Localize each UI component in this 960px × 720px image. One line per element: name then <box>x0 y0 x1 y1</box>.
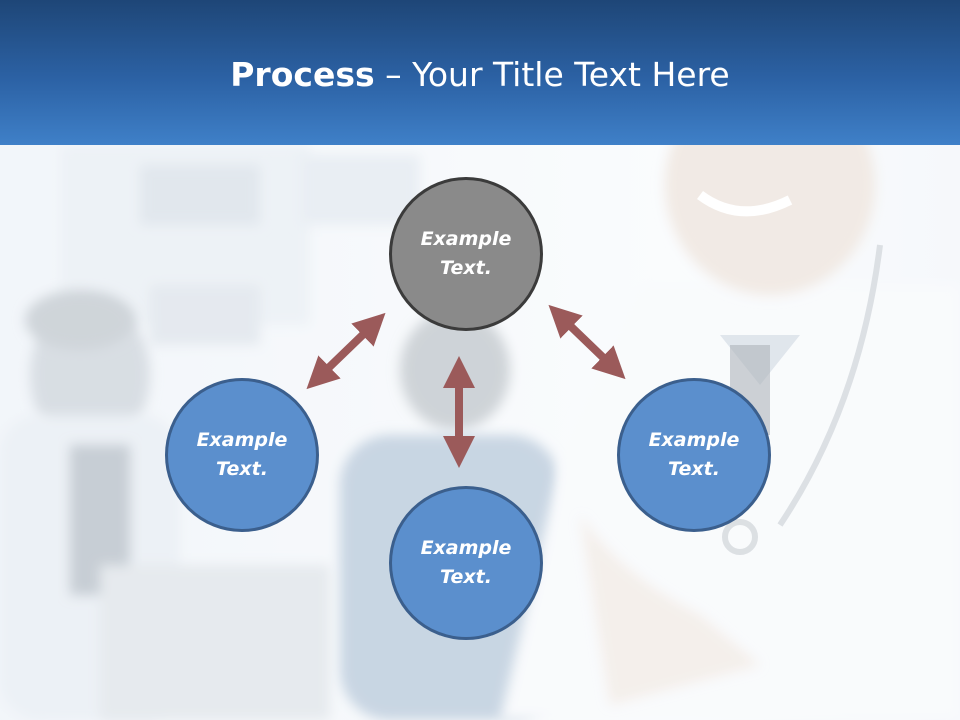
slide-title: Process – Your Title Text Here <box>0 52 960 98</box>
process-node-right: Example Text. <box>617 378 771 532</box>
node-top-text: Example Text. <box>420 228 512 279</box>
node-bottom-text: Example Text. <box>420 537 512 588</box>
node-right-text: Example Text. <box>648 429 740 480</box>
title-rest: – Your Title Text Here <box>374 55 730 94</box>
arrow-top-right <box>548 304 626 380</box>
arrow-top-left <box>306 312 386 390</box>
process-node-bottom: Example Text. <box>389 486 543 640</box>
title-bold: Process <box>230 55 375 94</box>
node-left-text: Example Text. <box>196 429 288 480</box>
title-bar: Process – Your Title Text Here <box>0 0 960 145</box>
process-node-top: Example Text. <box>389 177 543 331</box>
process-node-left: Example Text. <box>165 378 319 532</box>
